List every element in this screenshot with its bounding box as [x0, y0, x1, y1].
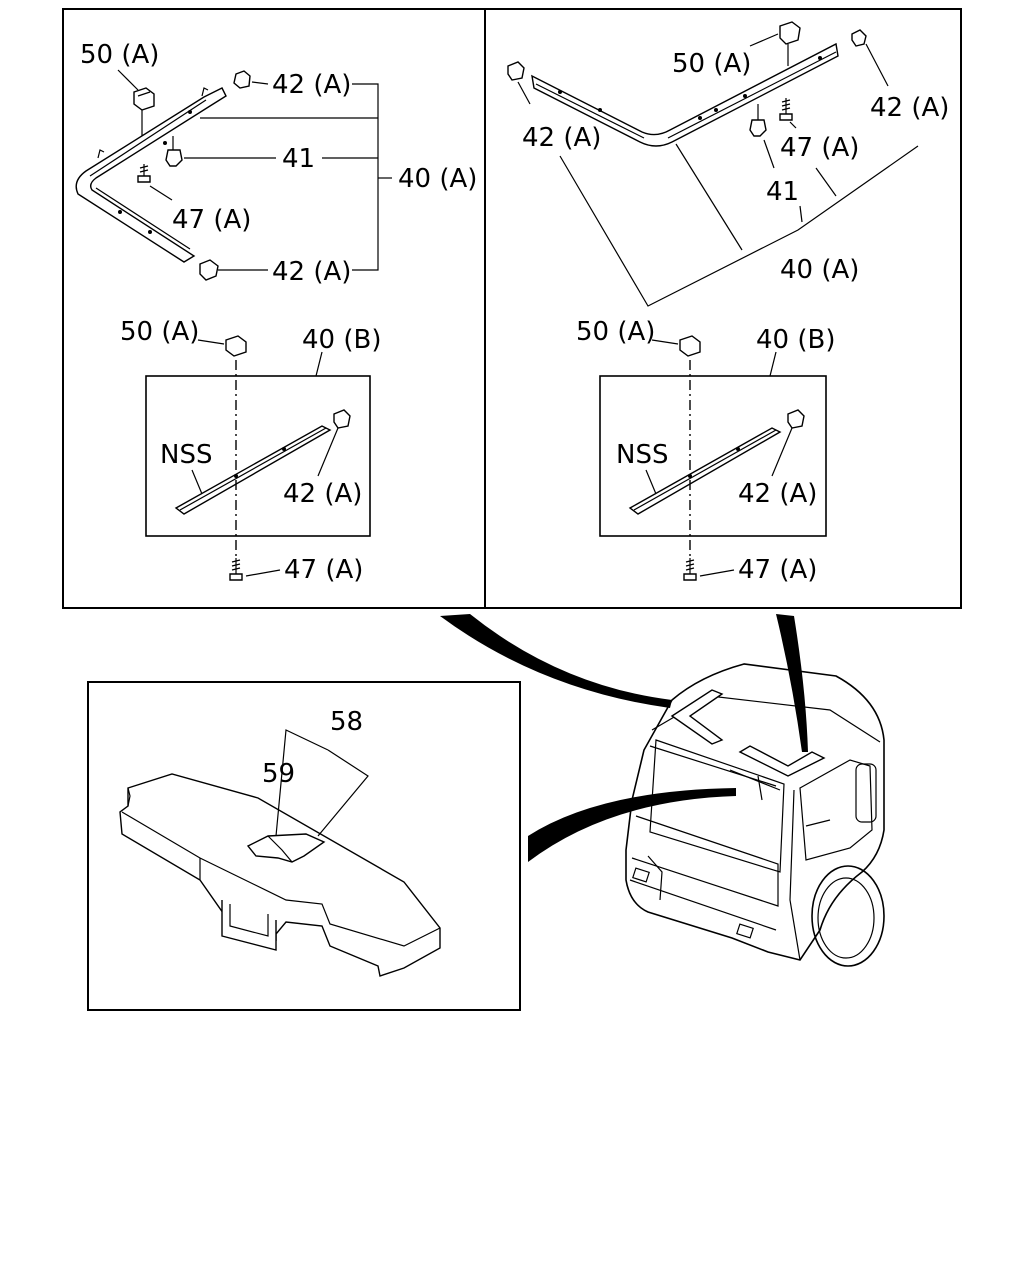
- label-47a-left-lower: 47 (A): [284, 555, 363, 585]
- label-50a-left-lower: 50 (A): [120, 317, 199, 347]
- left-moulding-assembly: 50 (A) 42 (A) 41 40 (A) 47 (A) 42 (A): [75, 40, 477, 287]
- label-47a-right-lower: 47 (A): [738, 555, 817, 585]
- clip-42a-right-right-icon: [851, 29, 867, 47]
- label-41-left: 41: [282, 144, 315, 174]
- truck-cab-illustration: [625, 663, 885, 967]
- clip-42a-top-icon: [233, 70, 251, 89]
- clip-50a-right-top-icon: [779, 21, 801, 66]
- screw-47a-right-lower-icon: [683, 558, 697, 581]
- right-40b-assembly: 50 (A) 40 (B) NSS 42 (A) 47 (A): [576, 317, 835, 585]
- clip-50a-right-lower-icon: [679, 335, 701, 357]
- label-42a-right-right: 42 (A): [870, 93, 949, 123]
- clip-42a-right-left-icon: [507, 61, 525, 81]
- label-nss-left: NSS: [160, 440, 212, 470]
- label-40a-right: 40 (A): [780, 255, 859, 285]
- label-42a-mid-left: 42 (A): [272, 257, 351, 287]
- label-50a-right-lower: 50 (A): [576, 317, 655, 347]
- left-40b-assembly: 50 (A) 40 (B) NSS 42 (A) 47 (A): [120, 317, 381, 585]
- sun-visor-detail: 58 59: [87, 681, 521, 1011]
- screw-47a-right-icon: [779, 98, 793, 121]
- label-40b-left: 40 (B): [302, 325, 381, 355]
- label-47a-right-top: 47 (A): [780, 133, 859, 163]
- label-47a-top-left: 47 (A): [172, 205, 251, 235]
- label-50a-right-top: 50 (A): [672, 49, 751, 79]
- right-moulding-assembly: 50 (A) 42 (A) 42 (A) 47 (A) 41 40 (A): [507, 21, 949, 307]
- label-42a-left-lower: 42 (A): [283, 479, 362, 509]
- label-42a-right-left: 42 (A): [522, 123, 601, 153]
- label-41-right: 41: [766, 177, 799, 207]
- top-frame: [62, 8, 962, 609]
- fastener-41-right-icon: [749, 104, 767, 137]
- label-40b-right: 40 (B): [756, 325, 835, 355]
- label-59: 59: [262, 759, 295, 789]
- callout-arrows: [440, 614, 808, 862]
- fastener-41-icon: [165, 136, 183, 167]
- label-42a-right-lower: 42 (A): [738, 479, 817, 509]
- screw-47a-left-lower-icon: [229, 558, 243, 581]
- label-40a-left: 40 (A): [398, 164, 477, 194]
- label-50a-top-left: 50 (A): [80, 40, 159, 70]
- label-nss-right: NSS: [616, 440, 668, 470]
- clip-50a-left-lower-icon: [225, 335, 247, 357]
- label-58: 58: [330, 707, 363, 737]
- label-42a-top-left: 42 (A): [272, 70, 351, 100]
- screw-47a-icon: [137, 164, 151, 183]
- clip-42a-bottom-icon: [199, 259, 219, 281]
- clip-50a-icon: [133, 87, 155, 136]
